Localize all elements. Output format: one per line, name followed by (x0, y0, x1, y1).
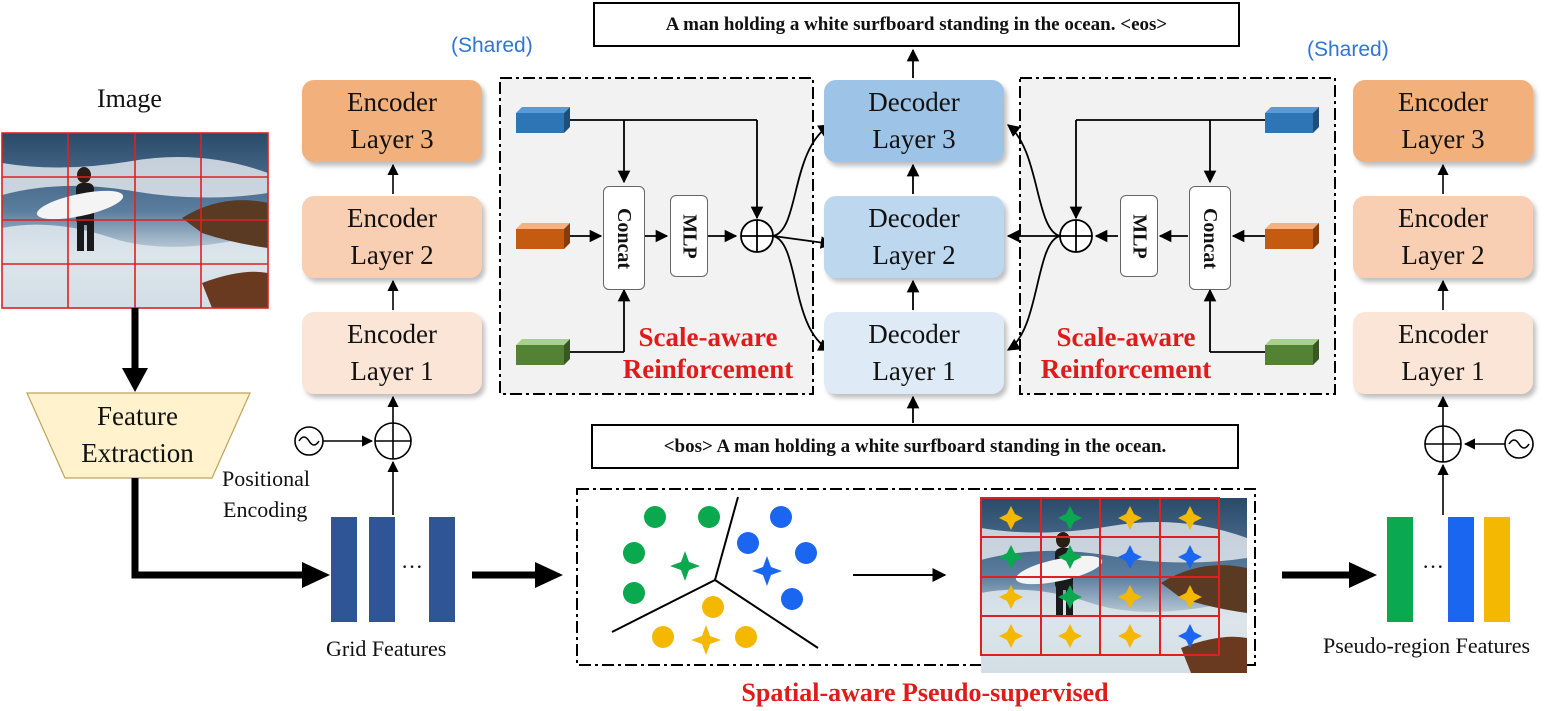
grid-ellipsis: ··· (401, 554, 423, 579)
cluster-star-icon (1118, 585, 1142, 609)
encoder-right-layer-3-line1: Encoder (1398, 87, 1488, 117)
feature-extraction-line1: Feature (97, 401, 178, 431)
cluster-star-icon (999, 545, 1023, 569)
encoder-left-layer-2-line2: Layer 2 (350, 240, 434, 270)
encoder-left-layer-2: Encoder Layer 2 (302, 196, 482, 278)
sar-left-connectors (570, 119, 834, 353)
shared-label-left: (Shared) (451, 34, 533, 57)
encoder-right-layer-1-line2: Layer 1 (1401, 356, 1485, 386)
encoder-right-layer-2: Encoder Layer 2 (1353, 196, 1533, 278)
grid-features-label: Grid Features (326, 636, 447, 661)
cube-blue-right (1265, 107, 1319, 133)
cube-blue-left (516, 107, 570, 133)
input-image (1, 132, 269, 309)
positional-encoding-left (294, 163, 412, 515)
positional-encoding-line2: Encoding (223, 497, 308, 522)
cluster-star-icon (1058, 545, 1082, 569)
cluster-star-icon (1178, 545, 1202, 569)
cube-orange-left (516, 223, 570, 249)
sar-title-left-line1: Scale-aware (638, 322, 778, 352)
feature-extraction-label: Feature Extraction (45, 398, 230, 472)
decoder-layer-1-line1: Decoder (868, 319, 960, 349)
encoder-left-layer-3-line1: Encoder (347, 87, 437, 117)
decoder-layer-3-line2: Layer 3 (872, 124, 956, 154)
input-sentence: <bos> A man holding a white surfboard st… (591, 424, 1239, 469)
positional-encoding-line1: Positional (222, 466, 311, 491)
pseudo-ellipsis: ··· (1422, 554, 1444, 579)
output-sentence: A man holding a white surfboard standing… (593, 2, 1240, 47)
sar-title-right-line2: Reinforcement (1040, 354, 1212, 384)
concat-label-right: Concat (1199, 207, 1222, 269)
encoder-right-layer-2-line1: Encoder (1398, 203, 1488, 233)
cluster-star-icon (1118, 506, 1142, 530)
cube-green-right (1265, 339, 1319, 365)
decoder-layer-1-line2: Layer 1 (872, 356, 956, 386)
cluster-star-icon (1118, 624, 1142, 648)
encoder-right-layer-1: Encoder Layer 1 (1353, 312, 1533, 394)
pseudo-region-label: Pseudo-region Features (1323, 633, 1531, 658)
image-label: Image (97, 84, 162, 113)
sar-right-connectors (1006, 119, 1265, 353)
cube-orange-right (1265, 223, 1319, 249)
mlp-box-right: MLP (1120, 195, 1158, 277)
concat-box-right: Concat (1189, 186, 1231, 290)
encoder-left-layer-2-line1: Encoder (347, 203, 437, 233)
feature-extraction-line2: Extraction (81, 438, 194, 468)
decoder-layer-2: Decoder Layer 2 (824, 196, 1004, 278)
decoder-layer-2-line1: Decoder (868, 203, 960, 233)
cluster-star-icon (1178, 624, 1202, 648)
spatial-aware-title: Spatial-aware Pseudo-supervised (741, 678, 1109, 707)
encoder-right-layer-2-line2: Layer 2 (1401, 240, 1485, 270)
cluster-star-icon (999, 624, 1023, 648)
decoder-layer-2-line2: Layer 2 (872, 240, 956, 270)
mlp-label-right: MLP (1128, 213, 1151, 259)
cluster-star-icon (1058, 506, 1082, 530)
encoder-left-layer-1-line1: Encoder (347, 319, 437, 349)
cluster-star-icon (1058, 624, 1082, 648)
pseudo-region-image (980, 497, 1247, 673)
encoder-right-layer-3-line2: Layer 3 (1401, 124, 1485, 154)
positional-encoding-right (1424, 163, 1534, 515)
encoder-left-layer-3: Encoder Layer 3 (302, 80, 482, 162)
shared-label-right: (Shared) (1307, 38, 1389, 61)
decoder-layer-3: Decoder Layer 3 (824, 80, 1004, 162)
mlp-label-left: MLP (678, 213, 701, 259)
cluster-star-icon (999, 506, 1023, 530)
encoder-left-layer-3-line2: Layer 3 (350, 124, 434, 154)
cluster-diagram (611, 496, 819, 655)
cluster-star-icon (999, 585, 1023, 609)
grid-feature-bars (331, 517, 455, 622)
encoder-right-layer-1-line1: Encoder (1398, 319, 1488, 349)
mlp-box-left: MLP (670, 195, 708, 277)
concat-box-left: Concat (603, 186, 645, 290)
decoder-layer-1: Decoder Layer 1 (824, 312, 1004, 394)
cluster-star-icon (1058, 585, 1082, 609)
encoder-left-layer-1-line2: Layer 1 (350, 356, 434, 386)
cluster-star-icon (1118, 545, 1142, 569)
encoder-left-layer-1: Encoder Layer 1 (302, 312, 482, 394)
pseudo-region-bars (1387, 517, 1510, 622)
sar-title-right: Scale-aware Reinforcement (1024, 321, 1228, 385)
extraction-to-grid-arrow (131, 478, 305, 579)
cube-green-left (516, 339, 570, 365)
decoder-layer-3-line1: Decoder (868, 87, 960, 117)
cluster-star-icon (1178, 506, 1202, 530)
sar-title-left-line2: Reinforcement (622, 354, 794, 384)
sar-title-left: Scale-aware Reinforcement (606, 321, 810, 385)
concat-label-left: Concat (613, 207, 636, 269)
sar-title-right-line1: Scale-aware (1056, 322, 1196, 352)
feature-extraction-block (26, 392, 251, 479)
encoder-right-layer-3: Encoder Layer 3 (1353, 80, 1533, 162)
cluster-star-icon (1178, 585, 1202, 609)
